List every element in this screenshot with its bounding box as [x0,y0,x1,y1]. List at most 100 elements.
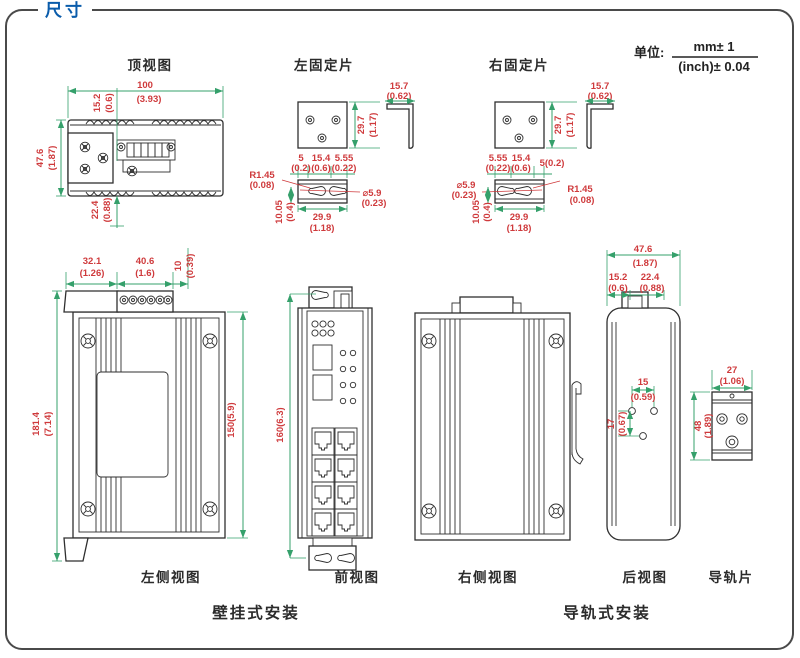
unit-inch: (inch)± 0.04 [678,59,750,74]
unit-label: 单位: [634,45,664,60]
dim-lp-dia-mm: ⌀5.9 [363,188,382,199]
dim-lp-w-in: (1.18) [310,223,335,234]
dim-rv-w-mm: 47.6 [634,244,653,255]
dim-rail-w-mm: 27 [727,365,738,376]
dim-rp-b-in: (0.6) [511,163,531,174]
dim-lp-a-mm: 5 [298,153,304,164]
din-rail-clip [571,381,584,465]
dim-rp-b-mm: 15.4 [512,153,531,164]
left-side-view-label: 左侧视图 [140,569,201,585]
dim-ls-c-in: (0.39) [185,254,196,279]
dim-lp-radius-mm: R1.45 [249,170,275,181]
terminal-block [116,139,176,173]
dim-rp-dia-in: (0.23) [452,190,477,201]
rail-piece-drawing: 27 (1.06) 48 (1.89) 导轨片 [690,365,753,585]
front-view-label: 前视图 [335,569,380,585]
dim-rp-w-in: (1.18) [507,223,532,234]
dim-lp-dia-in: (0.23) [362,198,387,209]
dim-ls-c-mm: 10 [173,261,184,272]
left-plate-dimensions: 5 (0.2) 15.4 (0.6) 5.55 (0.22) R1.45 (0.… [249,153,386,234]
rear-view-dimensions: 47.6 (1.87) 15.2 (0.6) 22.4 (0.88) 15 (0… [606,244,681,437]
dim-lp-a-in: (0.2) [291,163,311,174]
dim-lp-w-mm: 29.9 [313,212,332,223]
dim-lp-height-mm: 29.7 [356,116,367,135]
dim-rv-b-mm: 22.4 [641,272,660,283]
dim-lp-radius-in: (0.08) [250,180,275,191]
top-view-drawing: 顶视图 100 (3.93) 15.2 (0.6) 47.6 (1.87) 22… [35,57,224,228]
dim-rp-height-mm: 29.7 [553,116,564,135]
sfp-slot [312,374,333,401]
dim-rp-e-in: (0.4) [482,202,493,222]
dim-lp-c-in: (0.22) [332,163,357,174]
dim-rp-radius-in: (0.08) [570,195,595,206]
sfp-slot [312,344,333,371]
status-led-grid [311,320,335,337]
unit-mm: mm± 1 [693,39,734,54]
dim-ls-b-mm: 40.6 [136,256,155,267]
dim-ls-b-in: (1.6) [135,268,155,279]
dim-rp-c: 5(0.2) [540,158,565,169]
page-title: 尺寸 [45,0,85,20]
dim-rail-h-in: (1.89) [703,414,714,439]
dim-rp-dia-mm: ⌀5.9 [457,180,476,191]
dim-rp-a-in: (0.22) [486,163,511,174]
dim-rv-c-in: (0.59) [631,392,656,403]
dim-ls-h-mm: 181.4 [31,411,42,435]
front-view-dimensions: 160(6.3) [275,293,316,559]
dim-rv-c-mm: 15 [638,377,649,388]
dim-rv-d-mm: 17 [606,419,617,430]
dim-top-width-in: (3.93) [137,94,162,105]
left-plate-drawing: 左固定片 29.7 (1.17) 15.7 (0.62) 5 (0.2) 15.… [249,57,415,234]
dim-ls-h2: 150(5.9) [226,402,237,437]
panel-frame [5,0,794,650]
dim-rp-radius-mm: R1.45 [567,184,593,195]
dim-lp-c-mm: 5.55 [335,153,354,164]
dim-ls-h-in: (7.14) [43,412,54,437]
dim-lp-e-in: (0.4) [285,202,296,222]
dim-top-bottom-in: (0.88) [102,198,113,223]
dim-lp-b-mm: 15.4 [312,153,331,164]
rear-view-drawing: 47.6 (1.87) 15.2 (0.6) 22.4 (0.88) 15 (0… [606,244,681,585]
dim-rail-h-mm: 48 [693,421,704,432]
dim-rp-e-mm: 10.05 [471,199,482,223]
dim-rv-w-in: (1.87) [633,258,658,269]
front-view-drawing: 160(6.3) 前视图 [275,286,380,585]
dim-top-offset-mm: 15.2 [92,94,103,113]
top-view-dimensions: 100 (3.93) 15.2 (0.6) 47.6 (1.87) 22.4 (… [35,80,224,228]
dim-top-offset-in: (0.6) [104,93,115,113]
dim-rv-d-in: (0.67) [617,412,628,437]
rear-view-label: 后视图 [623,569,668,585]
rail-piece-dimensions: 27 (1.06) 48 (1.89) [690,365,753,461]
dim-rp-thick-in: (0.62) [588,91,613,102]
dim-ls-a-in: (1.26) [80,268,105,279]
left-side-dimensions: 32.1 (1.26) 40.6 (1.6) 10 (0.39) 181.4 (… [31,248,248,562]
left-side-view-drawing: 32.1 (1.26) 40.6 (1.6) 10 (0.39) 181.4 (… [31,248,248,585]
dim-front-height: 160(6.3) [275,407,286,442]
dim-rv-a-in: (0.6) [608,283,628,294]
dim-ls-a-mm: 32.1 [83,256,102,267]
dim-top-height-mm: 47.6 [35,149,46,168]
wall-mount-caption: 壁挂式安装 [212,603,300,622]
dim-rp-thick-mm: 15.7 [591,81,610,92]
right-side-view-label: 右侧视图 [458,569,518,585]
dim-lp-thick-mm: 15.7 [390,81,409,92]
dim-rp-w-mm: 29.9 [510,212,529,223]
right-plate-dimensions: 5.55 (0.22) 15.4 (0.6) 5(0.2) ⌀5.9 (0.23… [452,153,595,234]
dim-rail-w-in: (1.06) [720,376,745,387]
dim-rp-a-mm: 5.55 [489,153,508,164]
left-plate-label: 左固定片 [293,57,354,73]
dim-lp-height-in: (1.17) [368,113,379,138]
rail-mount-caption: 导轨式安装 [563,603,651,622]
dim-lp-e-mm: 10.05 [274,199,285,223]
dim-top-width-mm: 100 [137,80,153,91]
top-view-label: 顶视图 [128,57,173,73]
dim-lp-b-in: (0.6) [311,163,331,174]
dim-top-height-in: (1.87) [47,146,58,171]
dim-rp-height-in: (1.17) [565,113,576,138]
unit-note: 单位: mm± 1 (inch)± 0.04 [634,39,758,74]
dim-rv-b-in: (0.88) [640,283,665,294]
dim-rv-a-mm: 15.2 [609,272,628,283]
dim-lp-thick-in: (0.62) [387,91,412,102]
